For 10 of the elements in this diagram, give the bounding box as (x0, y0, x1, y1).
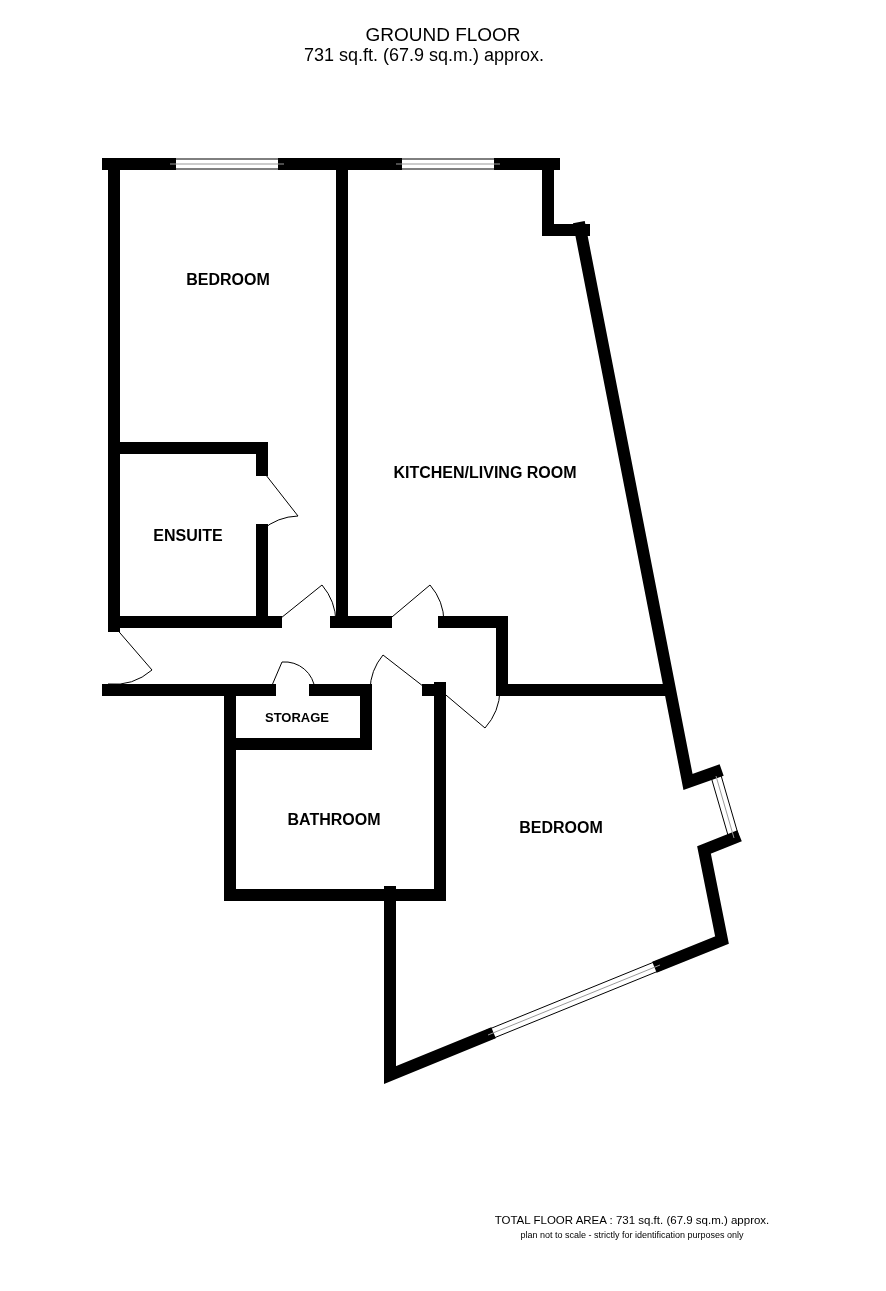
room-label: BEDROOM (186, 271, 270, 289)
room-label: STORAGE (264, 710, 330, 726)
floor-area-subtitle: 731 sq.ft. (67.9 sq.m.) approx. (303, 46, 545, 66)
room-label: BATHROOM (287, 811, 381, 829)
total-floor-area-text: TOTAL FLOOR AREA : 731 sq.ft. (67.9 sq.m.) approx. (494, 1213, 770, 1227)
room-label: KITCHEN/LIVING ROOM (393, 464, 577, 482)
room-label: ENSUITE (153, 527, 223, 545)
footer-note: plan not to scale - strictly for identification purposes only (520, 1231, 744, 1241)
room-label: BEDROOM (519, 819, 603, 837)
floor-title: GROUND FLOOR (365, 24, 521, 46)
